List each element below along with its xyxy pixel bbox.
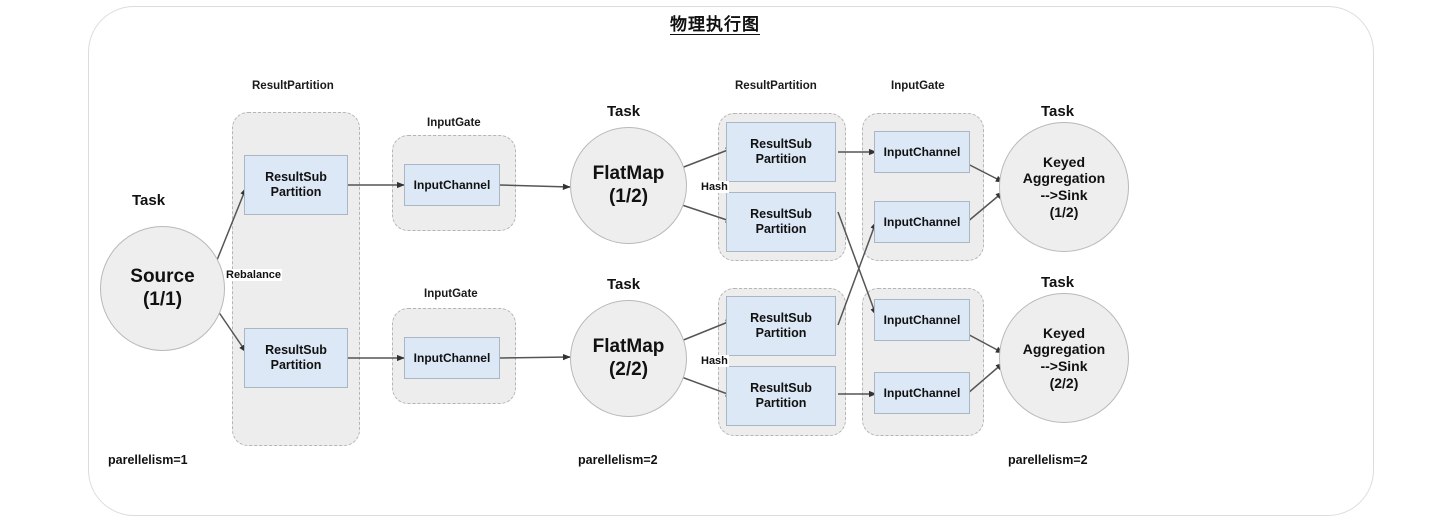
source-task-circle[interactable]: Source (1/1)	[100, 226, 225, 351]
result-sub-partition-flatmap2-0[interactable]: ResultSub Partition	[726, 296, 836, 356]
result-sub-partition-label: ResultSub Partition	[750, 137, 812, 166]
result-sub-partition-label: ResultSub Partition	[265, 343, 327, 372]
keyed-aggregation-sink-2-label: Keyed Aggregation -->Sink (2/2)	[1022, 324, 1106, 391]
edge-label-hash-2: Hash	[700, 355, 729, 367]
label-task-flatmap-2: Task	[607, 276, 641, 293]
flatmap-2-task-label: FlatMap (2/2)	[592, 336, 665, 380]
diagram-outer-frame	[88, 6, 1374, 516]
input-channel-label: InputChannel	[883, 312, 961, 327]
input-channel-label: InputChannel	[413, 350, 491, 365]
input-channel-label: InputChannel	[883, 385, 961, 400]
label-task-keyed-2: Task	[1041, 274, 1075, 291]
header-result-partition-1: ResultPartition	[252, 80, 334, 92]
result-sub-partition-label: ResultSub Partition	[265, 170, 327, 199]
result-sub-partition-flatmap2-1[interactable]: ResultSub Partition	[726, 366, 836, 426]
result-sub-partition-label: ResultSub Partition	[750, 381, 812, 410]
keyed-aggregation-sink-1-circle[interactable]: Keyed Aggregation -->Sink (1/2)	[999, 122, 1129, 252]
label-task-flatmap-1: Task	[607, 103, 641, 120]
edge-label-rebalance: Rebalance	[225, 269, 283, 281]
result-sub-partition-source-0[interactable]: ResultSub Partition	[244, 155, 348, 215]
result-sub-partition-label: ResultSub Partition	[750, 207, 812, 236]
result-sub-partition-flatmap1-0[interactable]: ResultSub Partition	[726, 122, 836, 182]
flatmap-1-task-label: FlatMap (1/2)	[592, 163, 665, 207]
input-channel-flatmap-2[interactable]: InputChannel	[404, 337, 500, 379]
input-channel-keyed2-0[interactable]: InputChannel	[874, 299, 970, 341]
label-task-source: Task	[132, 192, 166, 209]
input-channel-flatmap-1[interactable]: InputChannel	[404, 164, 500, 206]
input-channel-keyed1-1[interactable]: InputChannel	[874, 201, 970, 243]
header-input-gate-2: InputGate	[424, 288, 478, 300]
page-title: 物理执行图	[670, 15, 760, 34]
keyed-aggregation-sink-1-label: Keyed Aggregation -->Sink (1/2)	[1022, 153, 1106, 220]
input-channel-keyed1-0[interactable]: InputChannel	[874, 131, 970, 173]
source-task-label: Source (1/1)	[130, 266, 195, 310]
edge-label-hash-1: Hash	[700, 181, 729, 193]
result-sub-partition-flatmap1-1[interactable]: ResultSub Partition	[726, 192, 836, 252]
flatmap-2-task-circle[interactable]: FlatMap (2/2)	[570, 300, 687, 417]
keyed-aggregation-sink-2-circle[interactable]: Keyed Aggregation -->Sink (2/2)	[999, 293, 1129, 423]
result-sub-partition-source-1[interactable]: ResultSub Partition	[244, 328, 348, 388]
input-channel-label: InputChannel	[883, 214, 961, 229]
input-channel-label: InputChannel	[413, 177, 491, 192]
header-input-gate-3: InputGate	[891, 80, 945, 92]
flatmap-1-task-circle[interactable]: FlatMap (1/2)	[570, 127, 687, 244]
parallelism-label-source: parellelism=1	[108, 453, 188, 467]
parallelism-label-flatmap: parellelism=2	[578, 453, 658, 467]
label-task-keyed-1: Task	[1041, 103, 1075, 120]
input-channel-label: InputChannel	[883, 144, 961, 159]
result-sub-partition-label: ResultSub Partition	[750, 311, 812, 340]
header-input-gate-1: InputGate	[427, 117, 481, 129]
input-channel-keyed2-1[interactable]: InputChannel	[874, 372, 970, 414]
header-result-partition-2: ResultPartition	[735, 80, 817, 92]
parallelism-label-keyed: parellelism=2	[1008, 453, 1088, 467]
